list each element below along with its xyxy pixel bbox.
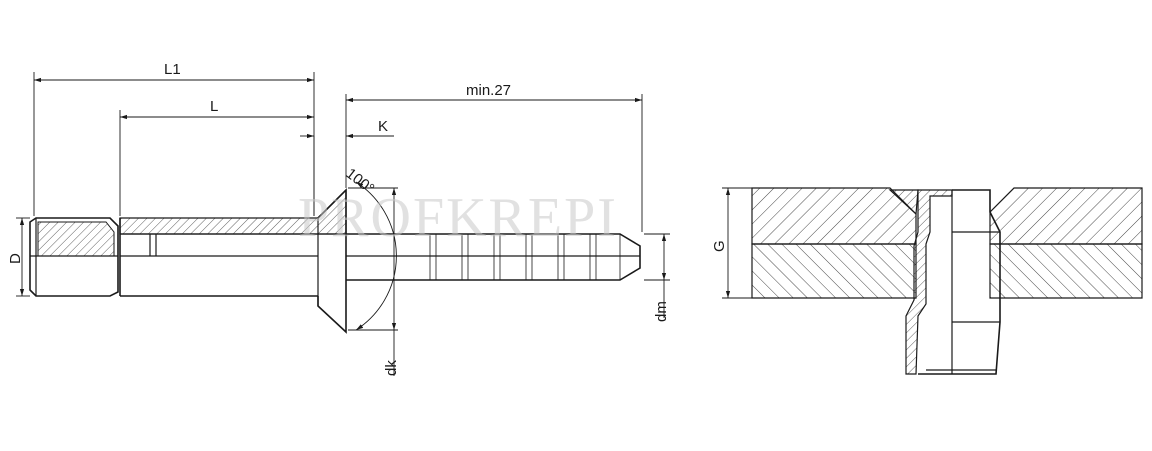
- installed-section-view: G: [711, 187, 1143, 375]
- watermark-text: PROFKREPI: [298, 187, 618, 249]
- mandrel-tail: [29, 217, 119, 297]
- label-l: L: [210, 98, 218, 115]
- plate-top: [751, 187, 1143, 245]
- dimension-l: L: [119, 98, 314, 216]
- rivet-body: [119, 188, 347, 297]
- label-d: D: [7, 253, 24, 264]
- dimension-g: G: [711, 187, 752, 299]
- dimension-dm: dm: [644, 233, 670, 322]
- label-min27: min.27: [466, 82, 511, 99]
- label-g: G: [711, 240, 728, 252]
- rivet-sleeve-section: [888, 189, 1001, 375]
- dimension-min27: min.27: [345, 82, 643, 232]
- dimension-d: D: [7, 217, 30, 297]
- label-dm: dm: [653, 301, 670, 322]
- label-l1: L1: [164, 61, 181, 78]
- dimension-dk: dk: [348, 187, 400, 376]
- dimension-k: K: [300, 118, 394, 216]
- label-k: K: [378, 118, 388, 135]
- countersunk-head: [317, 188, 347, 334]
- label-dk: dk: [383, 360, 400, 376]
- rivet-side-view: L1 L min.27 K 100°: [7, 61, 670, 376]
- dimension-l1: L1: [33, 61, 315, 216]
- plate-bottom: [751, 243, 1143, 299]
